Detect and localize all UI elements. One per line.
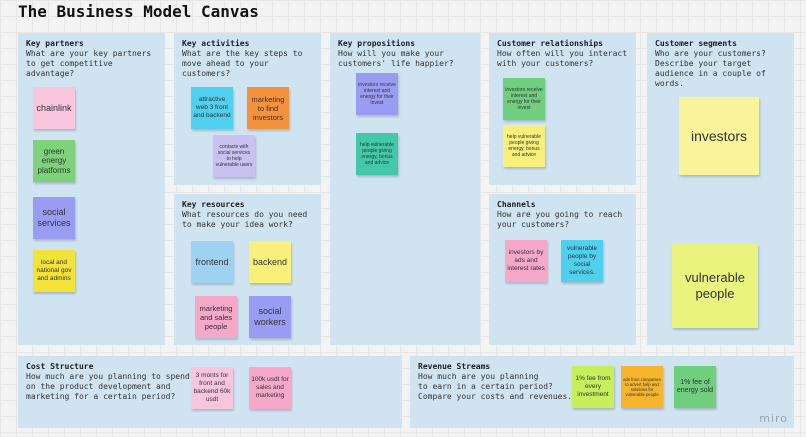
sticky-note[interactable]: social workers	[249, 296, 291, 338]
sticky-note[interactable]: investors receive interest and energy fo…	[503, 78, 545, 120]
sticky-note[interactable]: marketing to find investors	[247, 87, 289, 129]
sticky-note[interactable]: vulnerable people by social services.	[561, 240, 603, 282]
panel-title: Channels	[497, 200, 536, 209]
sticky-note[interactable]: marketing and sales people	[195, 296, 237, 338]
sticky-note[interactable]: investors by ads and interest rates	[505, 240, 547, 282]
board-title: The Business Model Canvas	[18, 2, 259, 21]
sticky-note[interactable]: attractive web 3 front and backend	[191, 87, 233, 129]
panel-title: Key propositions	[338, 39, 416, 48]
panel-title: Customer relationships	[497, 39, 603, 48]
panel-description: How are you going to reach your customer…	[497, 210, 623, 229]
sticky-note[interactable]: 1% fee of energy sold	[674, 366, 716, 408]
miro-logo: miro	[759, 412, 788, 425]
sticky-note[interactable]: vulnerable people	[672, 244, 758, 328]
panel-key-partners[interactable]: Key partners What are your key partners …	[18, 33, 165, 345]
panel-description: What are your key partners to get compet…	[26, 49, 152, 78]
sticky-note[interactable]: help vulnerable people giving energy, bo…	[356, 133, 398, 175]
panel-title: Key resources	[182, 200, 245, 209]
sticky-note[interactable]: investors receive interest and energy fo…	[356, 73, 398, 115]
panel-description: How will you make your customers' life h…	[338, 49, 454, 68]
panel-description: What are the key steps to move ahead to …	[182, 49, 303, 78]
panel-title: Key partners	[26, 39, 84, 48]
sticky-note[interactable]: social services	[33, 197, 75, 239]
sticky-note[interactable]: local and national gov and admins	[33, 250, 75, 292]
sticky-note[interactable]: chainlink	[33, 87, 75, 129]
sticky-note[interactable]: ads from companies to advert help and so…	[621, 366, 663, 408]
panel-description: How much are you planning to spend on th…	[26, 372, 190, 401]
sticky-note[interactable]: 3 monts for front and backend 60k usdt	[191, 367, 233, 409]
sticky-note[interactable]: investors	[679, 97, 759, 175]
sticky-note[interactable]: 100k usdt for sales and marketing	[249, 367, 291, 409]
sticky-note[interactable]: help vulnerable people giving energy, bo…	[503, 125, 545, 167]
panel-description: Who are your customers? Describe your ta…	[655, 49, 766, 88]
panel-description: How often will you interact with your cu…	[497, 49, 628, 68]
sticky-note[interactable]: frontend	[191, 241, 233, 283]
panel-description: What resources do you need to make your …	[182, 210, 308, 229]
sticky-note[interactable]: contacts with social services to help vu…	[213, 135, 255, 177]
sticky-note[interactable]: green energy platforms	[33, 140, 75, 182]
panel-value-propositions[interactable]: Key propositions How will you make your …	[330, 33, 480, 345]
panel-title: Cost Structure	[26, 362, 94, 371]
sticky-note[interactable]: backend	[249, 241, 291, 283]
panel-title: Customer segments	[655, 39, 737, 48]
panel-description: How much are you planning to earn in a c…	[418, 372, 573, 401]
panel-title: Key activities	[182, 39, 250, 48]
sticky-note[interactable]: 1% fee from every investment	[572, 366, 614, 408]
panel-title: Revenue Streams	[418, 362, 491, 371]
